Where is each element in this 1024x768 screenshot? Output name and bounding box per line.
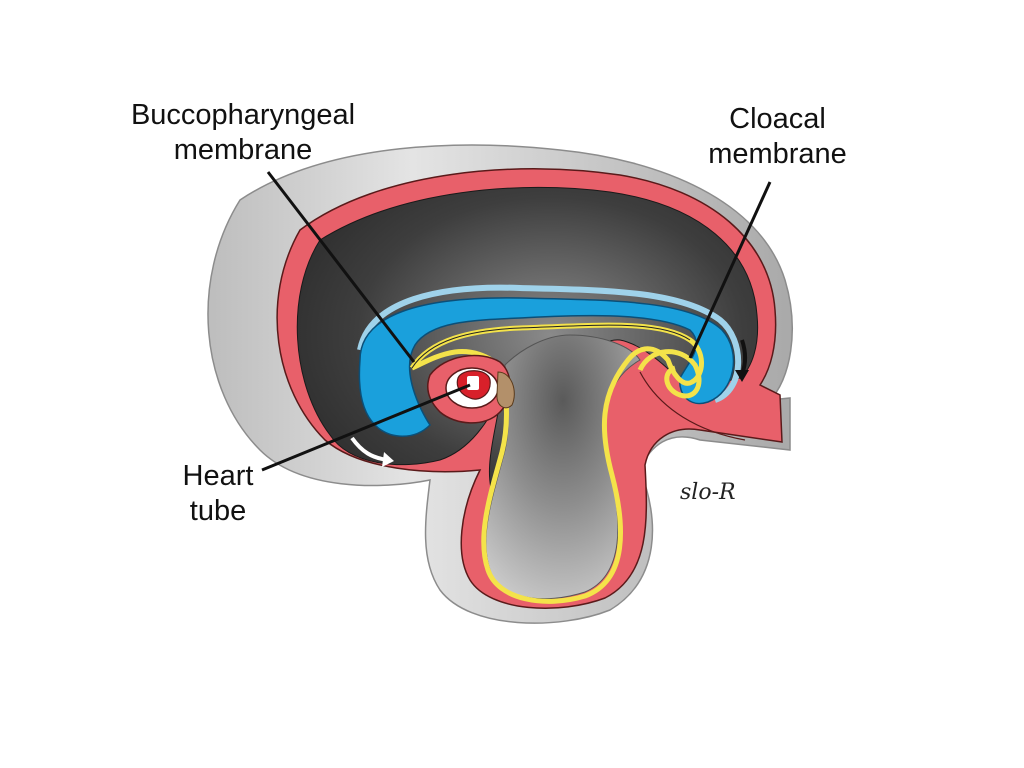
yolk-sac xyxy=(485,334,641,600)
cloacal-label-line2: membrane xyxy=(708,138,847,170)
leader-line-buccopharyngeal xyxy=(266,171,416,363)
hindgut-edge xyxy=(639,371,746,441)
artist-signature: slo-R xyxy=(680,480,736,505)
endoderm-outline xyxy=(411,324,691,369)
heart-tube-label: Heart tube xyxy=(170,459,266,529)
cloacal-label-line1: Cloacal xyxy=(729,103,826,135)
amniotic-band xyxy=(358,297,735,437)
buccopharyngeal-membrane-label: Buccopharyngeal membrane xyxy=(108,98,378,168)
heart-label-line2: tube xyxy=(189,495,247,527)
cloacal-fold xyxy=(637,349,702,399)
buccopharyngeal-label-line2: membrane xyxy=(173,134,313,166)
leader-line-heart xyxy=(261,383,471,472)
fold-arrowhead-left xyxy=(382,452,394,467)
cloacal-membrane-label: Cloacal membrane xyxy=(690,102,865,172)
fold-arrowhead-right xyxy=(735,370,749,382)
septum-transversum xyxy=(496,371,515,409)
heart-label-line1: Heart xyxy=(182,460,254,492)
amnion-outline xyxy=(357,284,742,403)
leader-line-cloacal xyxy=(688,181,772,359)
heart-tube-center xyxy=(467,376,479,390)
buccopharyngeal-label-line1: Buccopharyngeal xyxy=(130,99,356,131)
